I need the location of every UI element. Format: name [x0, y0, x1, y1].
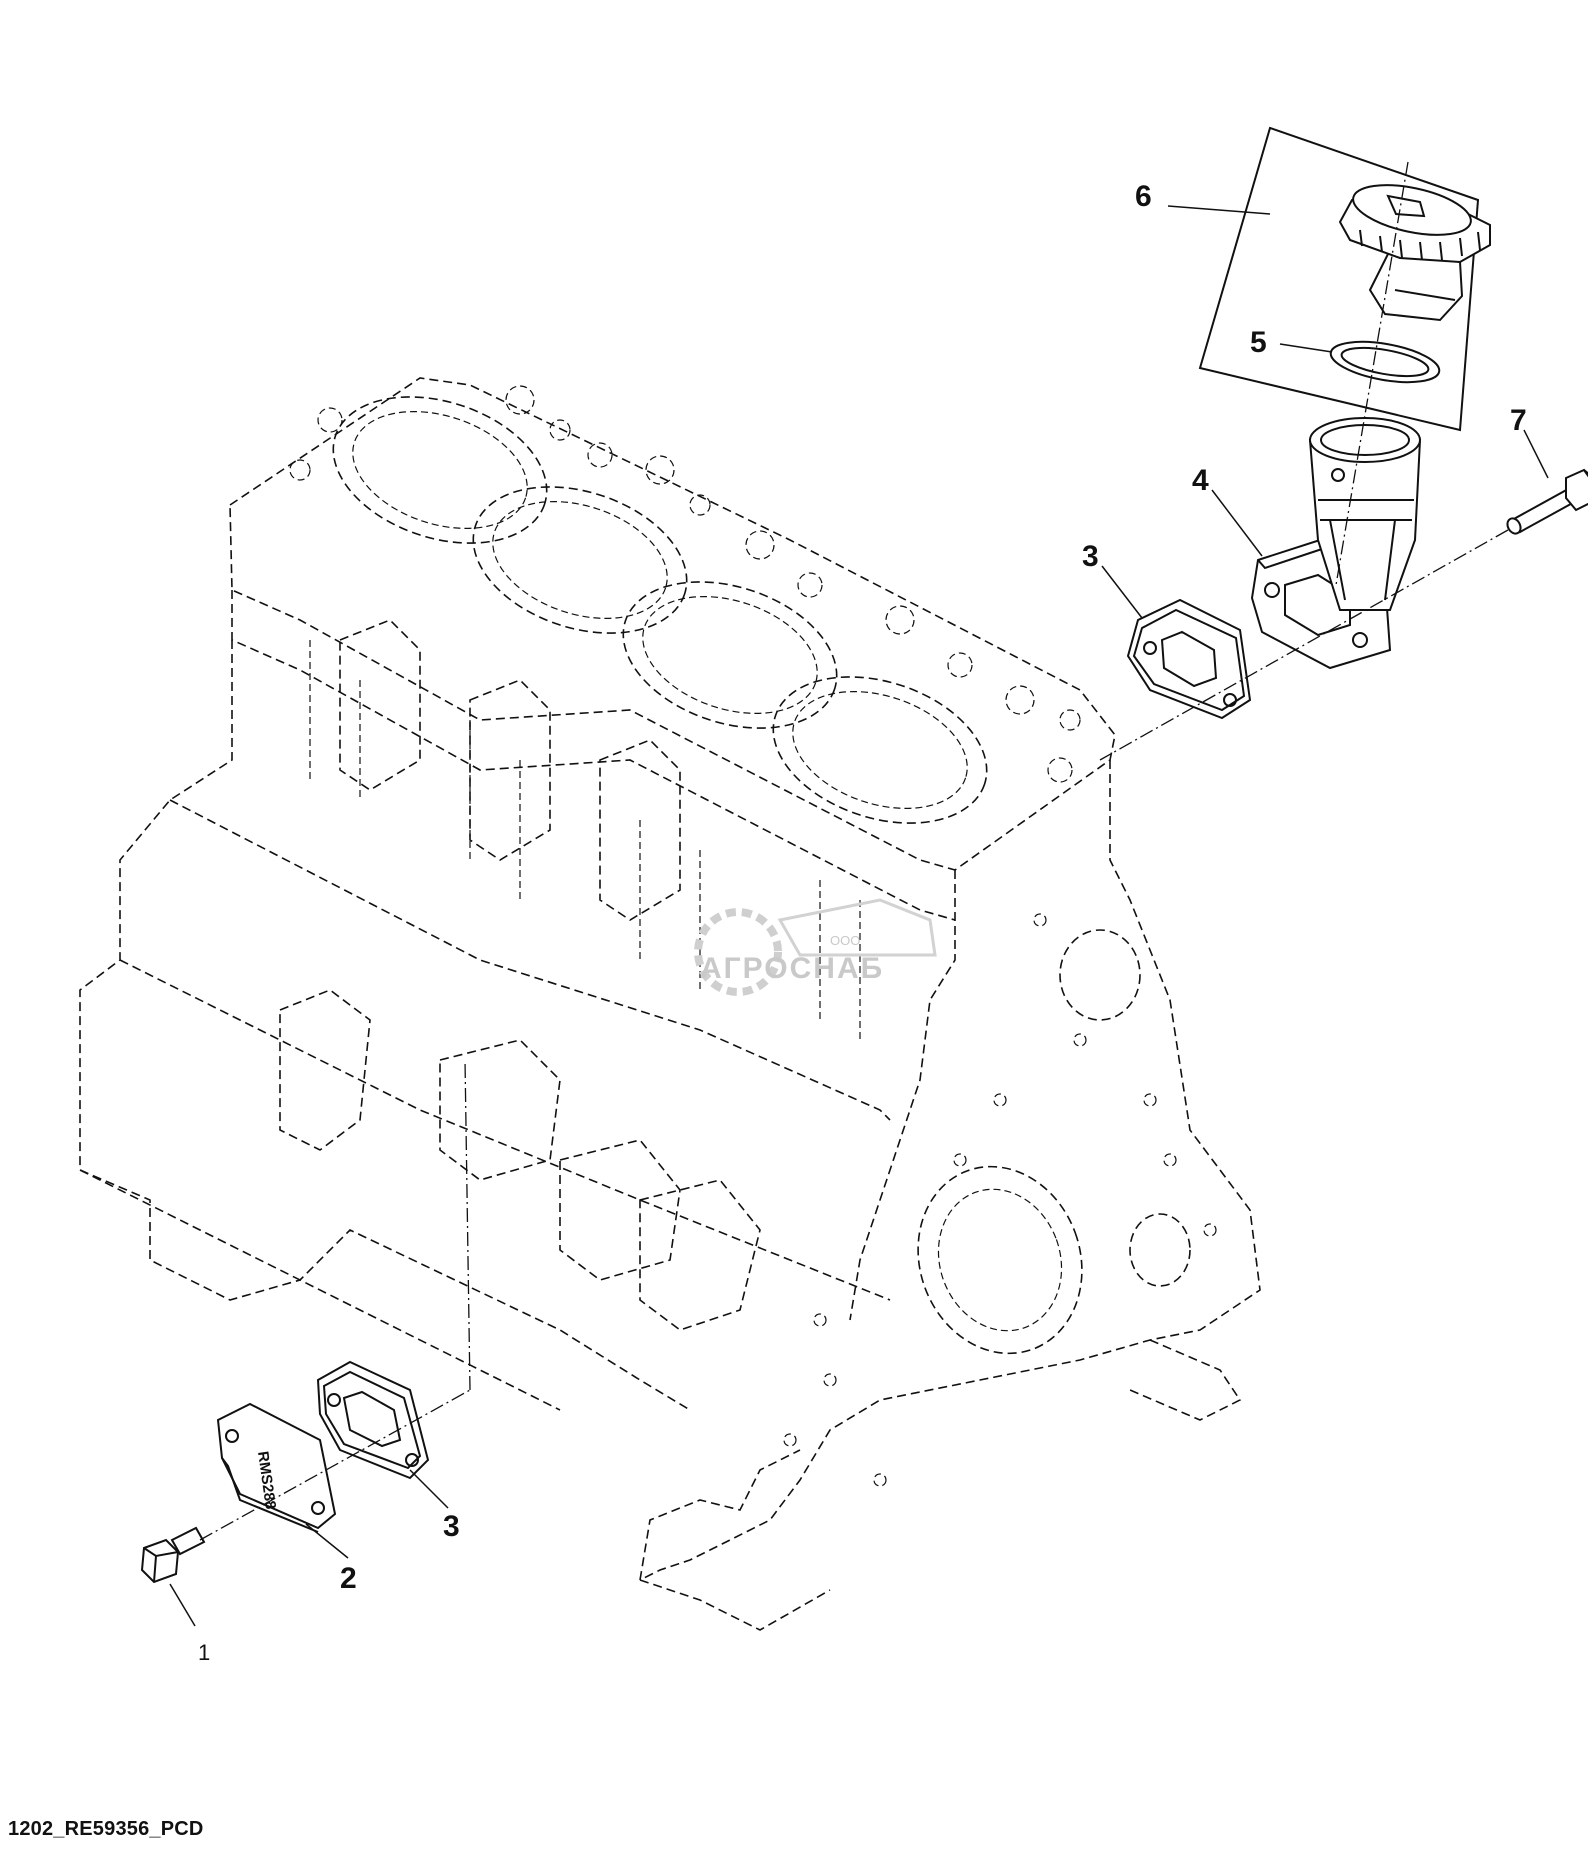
leader-lines [169, 205, 1549, 1627]
callout-6: 6 [1135, 180, 1152, 213]
part-7-bolt [1506, 468, 1588, 535]
callout-2: 2 [340, 1562, 357, 1595]
part-1-bolt [140, 1526, 206, 1584]
callout-3-upper: 3 [1082, 540, 1099, 573]
watermark-name-text: АГРОСНАБ [700, 952, 884, 985]
callout-4: 4 [1192, 464, 1209, 497]
callout-3-lower: 3 [443, 1510, 460, 1543]
callout-7: 7 [1510, 404, 1527, 437]
part-6-filler-cap [1198, 126, 1491, 432]
watermark-small-text: ООО [830, 933, 860, 948]
part-5-o-ring [1329, 340, 1441, 384]
watermark-logo: ООО АГРОСНАБ [694, 898, 937, 996]
callout-1: 1 [198, 1640, 210, 1665]
part-3-gasket-upper [1126, 598, 1252, 720]
assembly-centerlines [199, 161, 1509, 1541]
part-2-cover-plate: RMS288 [216, 1402, 337, 1533]
engine-block-phantom [79, 377, 1261, 1631]
callout-labels: 6 5 7 4 3 3 2 1 [198, 180, 1527, 1665]
part-3-gasket-lower [316, 1360, 430, 1480]
part-4-filler-neck [1250, 417, 1422, 670]
callout-5: 5 [1250, 326, 1267, 359]
figure-code: 1202_RE59356_PCD [8, 1818, 204, 1840]
